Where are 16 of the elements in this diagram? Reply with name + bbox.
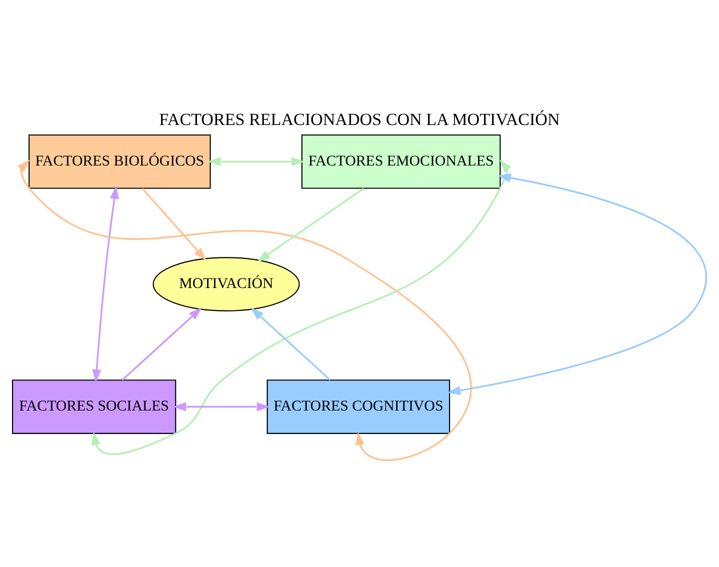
- arrow: [142, 187, 206, 260]
- arrow: [447, 172, 707, 395]
- node-box: FACTORES EMOCIONALES: [301, 134, 501, 188]
- arrow: [91, 159, 512, 454]
- node-box: FACTORES COGNITIVOS: [266, 379, 450, 434]
- node-ellipse: MOTIVACIÓN: [152, 256, 300, 311]
- arrow: [208, 156, 305, 166]
- arrow: [257, 187, 364, 262]
- arrow: [250, 307, 331, 380]
- diagram-title: FACTORES RELACIONADOS CON LA MOTIVACIÓN: [159, 110, 560, 129]
- arrow: [17, 159, 472, 460]
- arrow: [122, 307, 202, 380]
- node-box: FACTORES BIOLÓGICOS: [28, 134, 211, 188]
- arrow: [92, 185, 119, 382]
- node-box: FACTORES SOCIALES: [12, 379, 176, 434]
- arrow: [173, 402, 270, 411]
